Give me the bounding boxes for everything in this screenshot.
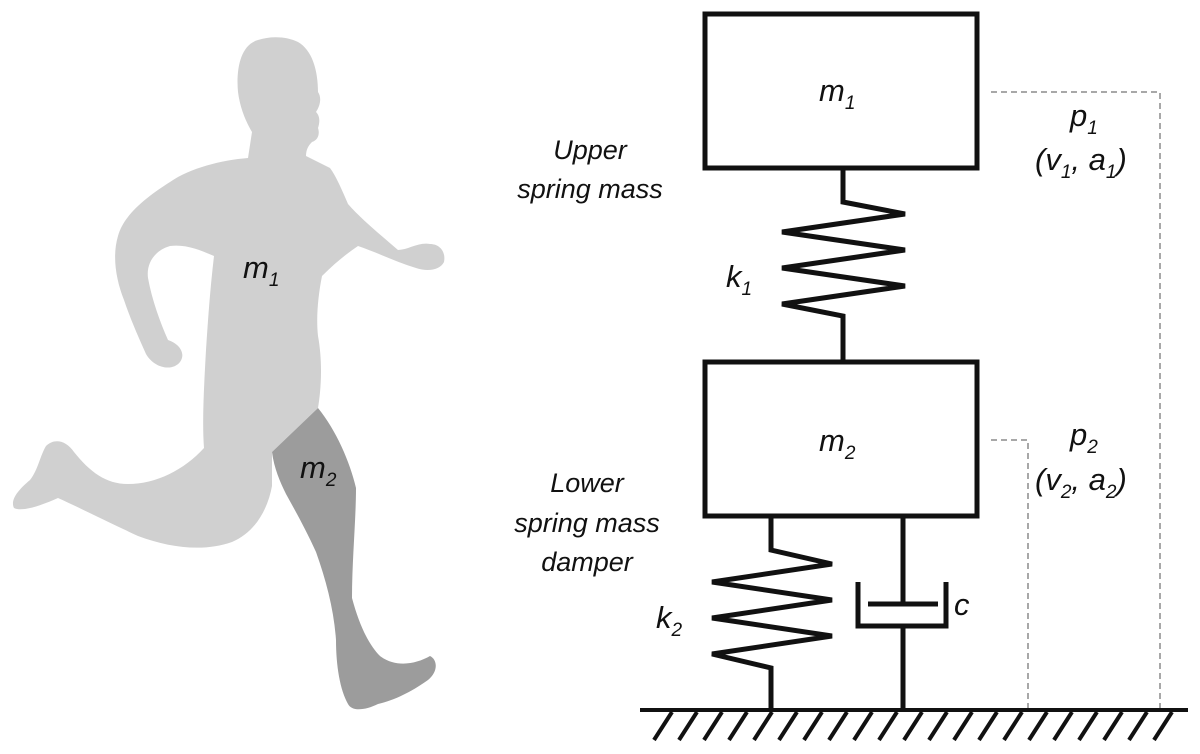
- position-guide-p2: [991, 439, 1029, 708]
- spring-label-k2: k2: [656, 600, 683, 641]
- lower-caption-line-1: Lower: [550, 468, 625, 498]
- position-label-p2: p2: [1069, 417, 1098, 458]
- position-guide-p1: [991, 91, 1161, 708]
- mechanical-model: [640, 11, 1188, 742]
- runner-label-m1: m1: [243, 250, 279, 291]
- upper-caption-line-2: spring mass: [517, 174, 663, 204]
- runner-silhouette: m1 m2: [12, 37, 445, 710]
- runner-leg-m2: [272, 408, 436, 710]
- damper-label-c: c: [954, 587, 970, 622]
- mass-label-m2: m2: [819, 423, 856, 464]
- runner-body: [12, 37, 445, 548]
- velocity-accel-label-1: (v1, a1): [1035, 142, 1127, 183]
- damper-c: [855, 516, 949, 710]
- velocity-accel-label-2: (v2, a2): [1035, 462, 1127, 503]
- position-label-p1: p1: [1069, 98, 1098, 139]
- upper-caption-line-1: Upper: [553, 135, 628, 165]
- ground: [640, 708, 1188, 742]
- spring-k2: [711, 516, 833, 710]
- runner-label-m2: m2: [300, 450, 337, 491]
- spring-label-k1: k1: [726, 259, 752, 300]
- spring-k1: [781, 168, 906, 362]
- mass-label-m1: m1: [819, 73, 855, 114]
- model-labels: m1 m2 k1 k2 c Upper spring mass Lower sp…: [514, 73, 1127, 641]
- lower-caption-line-2: spring mass: [514, 508, 660, 538]
- lower-caption-line-3: damper: [541, 547, 634, 577]
